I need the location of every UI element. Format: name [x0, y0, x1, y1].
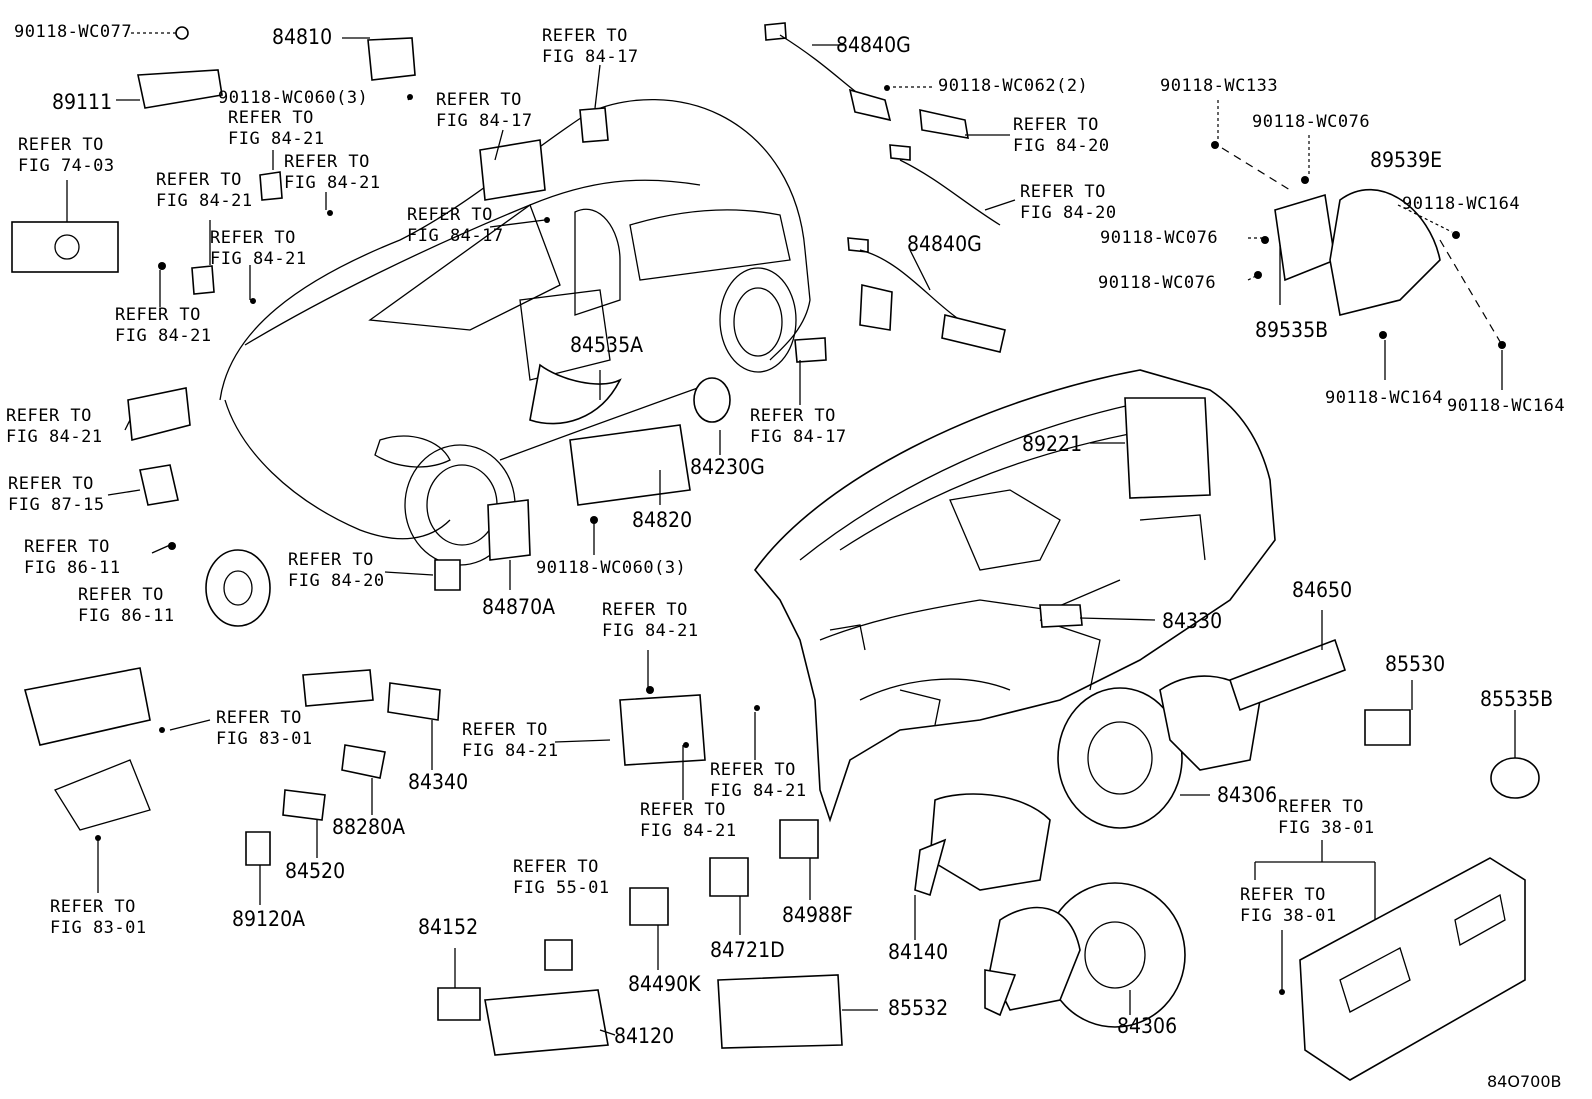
wc076a-label: 90118-WC076 — [1252, 112, 1371, 132]
part-84490k-label: 84490K — [628, 972, 701, 996]
part-84721d-label: 84721D — [710, 938, 785, 962]
part-89120a-label: 89120A — [232, 907, 306, 931]
part-84820-label: 84820 — [632, 508, 693, 532]
part-84330-label: 84330 — [1162, 609, 1223, 633]
part-84810-label: 84810 — [272, 25, 333, 49]
part-84650-label: 84650 — [1292, 578, 1353, 602]
vehicle-outline — [219, 98, 811, 566]
catalog-code: 84O700B — [1487, 1072, 1562, 1091]
part-88280a-label: 88280A — [332, 815, 406, 839]
part-84840g-b-label: 84840G — [907, 232, 982, 256]
part-85535b-label: 85535B — [1480, 687, 1554, 711]
part-84535a-label: 84535A — [570, 333, 644, 357]
wc062-label: 90118-WC062(2) — [938, 76, 1089, 96]
part-89535b-label: 89535B — [1255, 318, 1329, 342]
wc060b-label: 90118-WC060(3) — [536, 558, 687, 578]
instrument-panel — [753, 369, 1276, 823]
part-89221-label: 89221 — [1022, 432, 1083, 456]
part-84988f-label: 84988F — [782, 903, 853, 927]
part-84340-label: 84340 — [408, 770, 469, 794]
part-84306-b-label: 84306 — [1117, 1014, 1178, 1038]
wc164a-label: 90118-WC164 — [1402, 194, 1521, 214]
part-84140-label: 84140 — [888, 940, 949, 964]
part-85530-label: 85530 — [1385, 652, 1446, 676]
wc164c-label: 90118-WC164 — [1447, 396, 1566, 416]
fastener-marks — [95, 85, 1506, 995]
part-84152-label: 84152 — [418, 915, 479, 939]
wc076c-label: 90118-WC076 — [1098, 273, 1217, 293]
part-84520-label: 84520 — [285, 859, 346, 883]
leader-lines — [66, 32, 1516, 1036]
part-89539e-label: 89539E — [1370, 148, 1443, 172]
part-84120-label: 84120 — [614, 1024, 675, 1048]
part-89111-label: 89111 — [52, 90, 113, 114]
wc077-label: 90118-WC077 — [14, 22, 133, 42]
wc060a-label: 90118-WC060(3) — [218, 88, 369, 108]
component-icons — [11, 22, 1540, 1081]
wc164b-label: 90118-WC164 — [1325, 388, 1444, 408]
part-84306-a-label: 84306 — [1217, 783, 1278, 807]
part-85532-label: 85532 — [888, 996, 949, 1020]
part-84870a-label: 84870A — [482, 595, 556, 619]
part-84230g-label: 84230G — [690, 455, 765, 479]
wc076b-label: 90118-WC076 — [1100, 228, 1219, 248]
part-84840g-a-label: 84840G — [836, 33, 911, 57]
wc133-label: 90118-WC133 — [1160, 76, 1279, 96]
